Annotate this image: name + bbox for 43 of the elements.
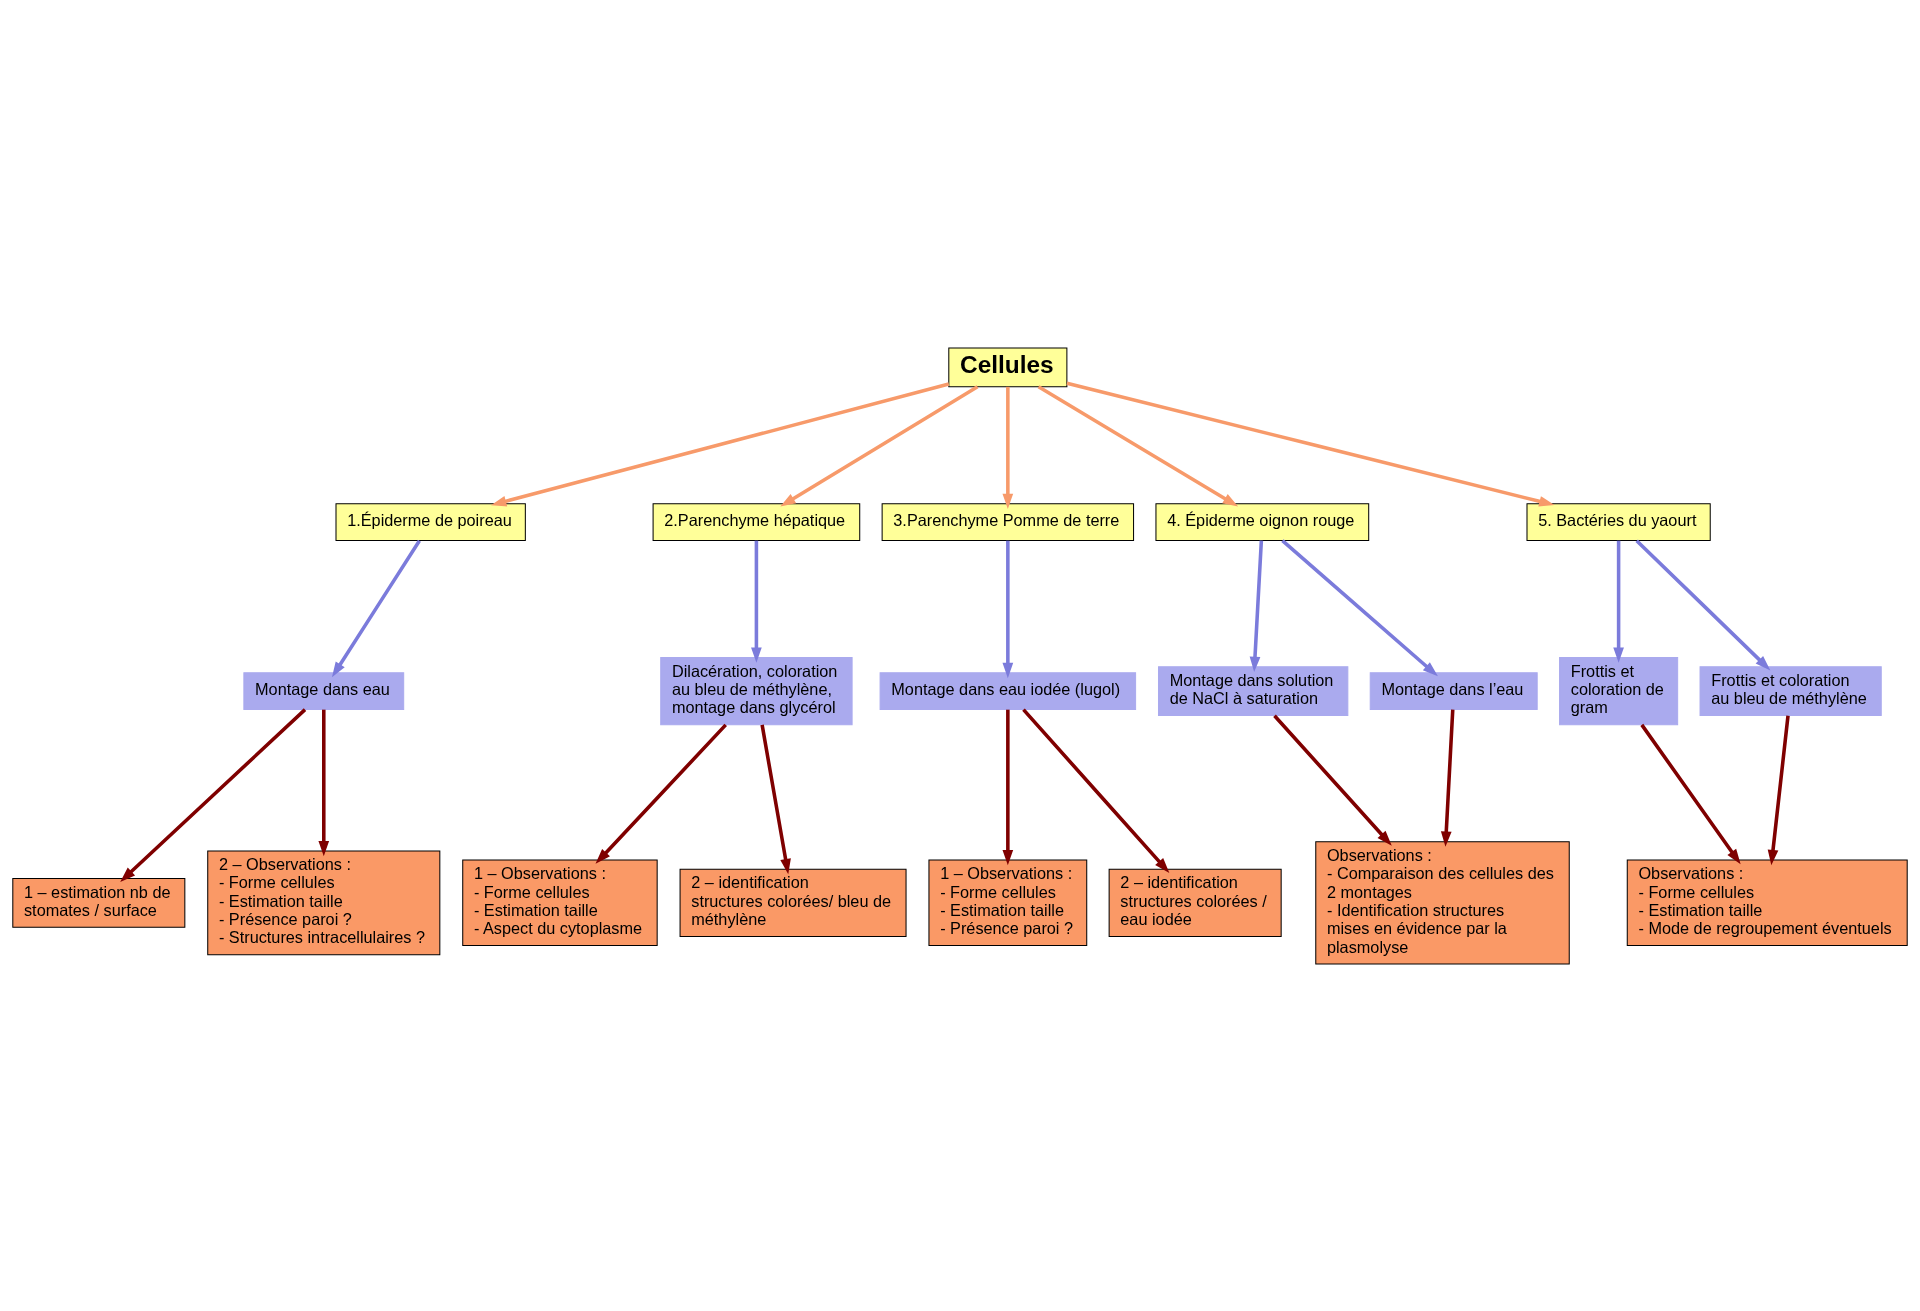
node-box: 1 – estimation nb de stomates / surface bbox=[12, 877, 186, 928]
node-box: Cellules bbox=[948, 347, 1068, 387]
arrow bbox=[331, 539, 421, 677]
node-box: 4. Épiderme oignon rouge bbox=[1155, 502, 1370, 541]
arrow bbox=[1002, 709, 1014, 865]
node-box: 2 – identification structures colorées / eau iodée bbox=[1108, 868, 1282, 937]
arrow bbox=[595, 723, 727, 864]
arrow bbox=[1613, 540, 1624, 663]
arrow bbox=[318, 709, 330, 856]
node-box: Observations : - Forme cellules - Estimation taille - Mode de regroupement éventuels bbox=[1626, 859, 1908, 946]
arrow bbox=[751, 540, 762, 663]
arrow bbox=[780, 384, 979, 507]
arrow bbox=[1066, 381, 1555, 507]
node-box: 3.Parenchyme Pomme de terre bbox=[881, 502, 1135, 541]
node-box: 2 – identification structures colorées/ bleu de méthylène bbox=[679, 868, 907, 937]
arrow bbox=[1640, 723, 1741, 864]
node-box: Frottis et coloration au bleu de méthylène bbox=[1699, 665, 1882, 716]
node-box: Frottis et coloration de gram bbox=[1559, 656, 1679, 725]
arrow bbox=[1002, 386, 1014, 509]
node-box: 5. Bactéries du yaourt bbox=[1526, 502, 1711, 541]
arrow bbox=[491, 381, 950, 506]
node-box: Dilacération, coloration au bleu de méthylène, montage dans glycérol bbox=[660, 656, 853, 725]
arrow bbox=[1767, 715, 1790, 865]
arrow bbox=[760, 724, 791, 874]
arrow bbox=[1273, 714, 1392, 846]
node-box: Montage dans solution de NaCl à saturation bbox=[1158, 665, 1349, 716]
node-box: 2 – Observations : - Forme cellules - Estimation taille - Présence paroi ? - Structures intracellulaires ? bbox=[207, 849, 441, 955]
arrow bbox=[1037, 384, 1239, 507]
node-box: Observations : - Comparaison des cellules des 2 montages - Identification structures mises en évidence par la plasmolyse bbox=[1315, 840, 1570, 964]
node-box: Montage dans eau bbox=[243, 671, 405, 710]
node-box: 1 – Observations : - Forme cellules - Estimation taille - Aspect du cytoplasme bbox=[462, 859, 658, 946]
arrow bbox=[1635, 538, 1771, 670]
arrow bbox=[1249, 540, 1264, 672]
node-box: Montage dans l’eau bbox=[1369, 671, 1538, 710]
arrow bbox=[1440, 709, 1455, 847]
arrow bbox=[120, 707, 307, 882]
node-box: Montage dans eau iodée (lugol) bbox=[879, 671, 1137, 710]
arrow bbox=[1022, 707, 1170, 873]
arrow bbox=[1002, 540, 1014, 678]
arrow bbox=[1281, 538, 1438, 676]
node-box: 1.Épiderme de poireau bbox=[335, 502, 526, 541]
node-box: 1 – Observations : - Forme cellules - Estimation taille - Présence paroi ? bbox=[928, 859, 1088, 946]
node-box: 2.Parenchyme hépatique bbox=[652, 502, 861, 541]
